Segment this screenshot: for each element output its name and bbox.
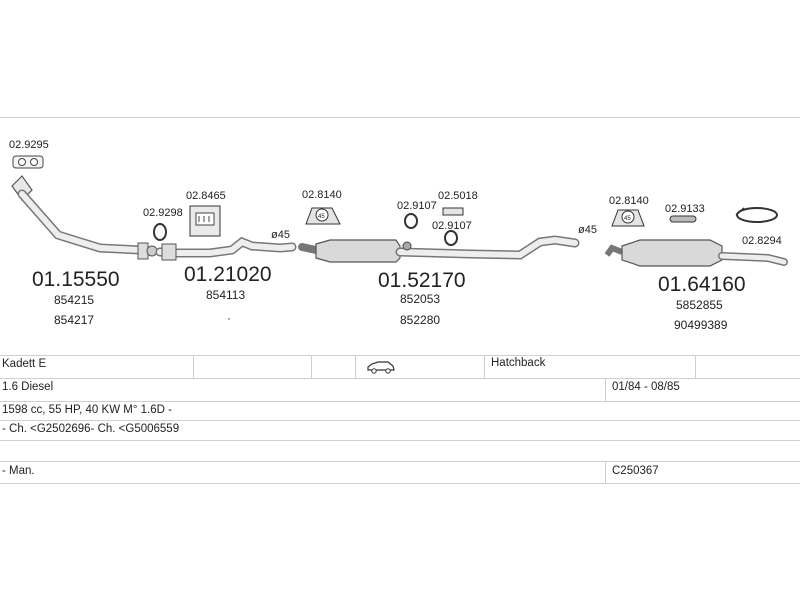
accessory-code: 02.9295: [9, 139, 49, 151]
table-rule: [0, 461, 800, 462]
body-type: Hatchback: [491, 357, 546, 369]
oem-number: 5852855: [676, 298, 723, 312]
table-divider: [605, 378, 606, 401]
engine-type: 1.6 Diesel: [2, 381, 54, 393]
engine-details: 1598 cc, 55 HP, 40 KW M° 1.6D -: [2, 404, 172, 416]
sealing-ring-icon[interactable]: [153, 223, 167, 241]
clamp-ring-icon[interactable]: [735, 207, 778, 223]
accessory-code: 02.9133: [665, 203, 705, 215]
production-years: 01/84 - 08/85: [612, 381, 680, 393]
table-rule: [0, 440, 800, 441]
pipe-diameter-label: ø45: [578, 224, 597, 236]
table-divider: [193, 355, 194, 378]
table-divider: [355, 355, 356, 378]
accessory-code: 02.8140: [609, 195, 649, 207]
center-pipe-part[interactable]: [155, 236, 297, 261]
table-rule: [0, 355, 800, 356]
table-divider: [484, 355, 485, 378]
table-divider: [605, 461, 606, 483]
transmission: - Man.: [2, 465, 35, 477]
dot-mark: ·: [227, 311, 231, 325]
part-number[interactable]: 01.15550: [32, 268, 120, 291]
oem-number: 854217: [54, 313, 94, 327]
top-divider: [0, 117, 800, 118]
rubber-hanger-icon[interactable]: 45: [305, 207, 341, 225]
clamp-kit-icon[interactable]: [189, 205, 221, 237]
sealing-ring-icon[interactable]: [404, 213, 418, 229]
pipe-diameter-label: ø45: [271, 229, 290, 241]
table-rule: [0, 401, 800, 402]
table-divider: [311, 355, 312, 378]
middle-silencer-part[interactable]: [298, 235, 580, 263]
accessory-code: 02.5018: [438, 190, 478, 202]
gasket-icon[interactable]: [12, 155, 44, 169]
part-number[interactable]: 01.21020: [184, 263, 272, 286]
ring-size-label: 45: [318, 214, 325, 220]
accessory-code: 02.9107: [432, 220, 472, 232]
accessory-code: 02.8140: [302, 189, 342, 201]
part-number[interactable]: 01.64160: [658, 273, 746, 296]
sealing-ring-icon[interactable]: [444, 230, 458, 246]
rubber-hanger-icon[interactable]: 45: [611, 209, 645, 227]
ring-size-label: 45: [624, 216, 631, 222]
table-rule: [0, 378, 800, 379]
car-side-icon: [366, 360, 396, 379]
chassis-range: - Ch. <G2502696- Ch. <G5006559: [2, 423, 180, 435]
exhaust-diagram: 02.9295 02.9298 02.8465 ø45 ø45 45 02.81…: [9, 139, 788, 332]
accessory-code: 02.8465: [186, 190, 226, 202]
oem-number: 852280: [400, 313, 440, 327]
front-pipe-part[interactable]: [11, 175, 158, 260]
accessory-code: 02.8294: [742, 235, 782, 247]
part-number[interactable]: 01.52170: [378, 269, 466, 292]
table-rule: [0, 420, 800, 421]
table-rule: [0, 483, 800, 484]
mounting-bracket-icon[interactable]: [442, 207, 464, 216]
oem-number: 90499389: [674, 318, 728, 332]
rear-silencer-part[interactable]: [604, 239, 788, 267]
model-name: Kadett E: [2, 358, 47, 370]
oem-number: 852053: [400, 292, 440, 306]
rubber-strap-icon[interactable]: [669, 215, 697, 223]
accessory-code: 02.9298: [143, 207, 183, 219]
accessory-code: 02.9107: [397, 200, 437, 212]
catalog-code: C250367: [612, 465, 659, 477]
table-divider: [695, 355, 696, 378]
oem-number: 854113: [206, 288, 245, 302]
oem-number: 854215: [54, 293, 94, 307]
